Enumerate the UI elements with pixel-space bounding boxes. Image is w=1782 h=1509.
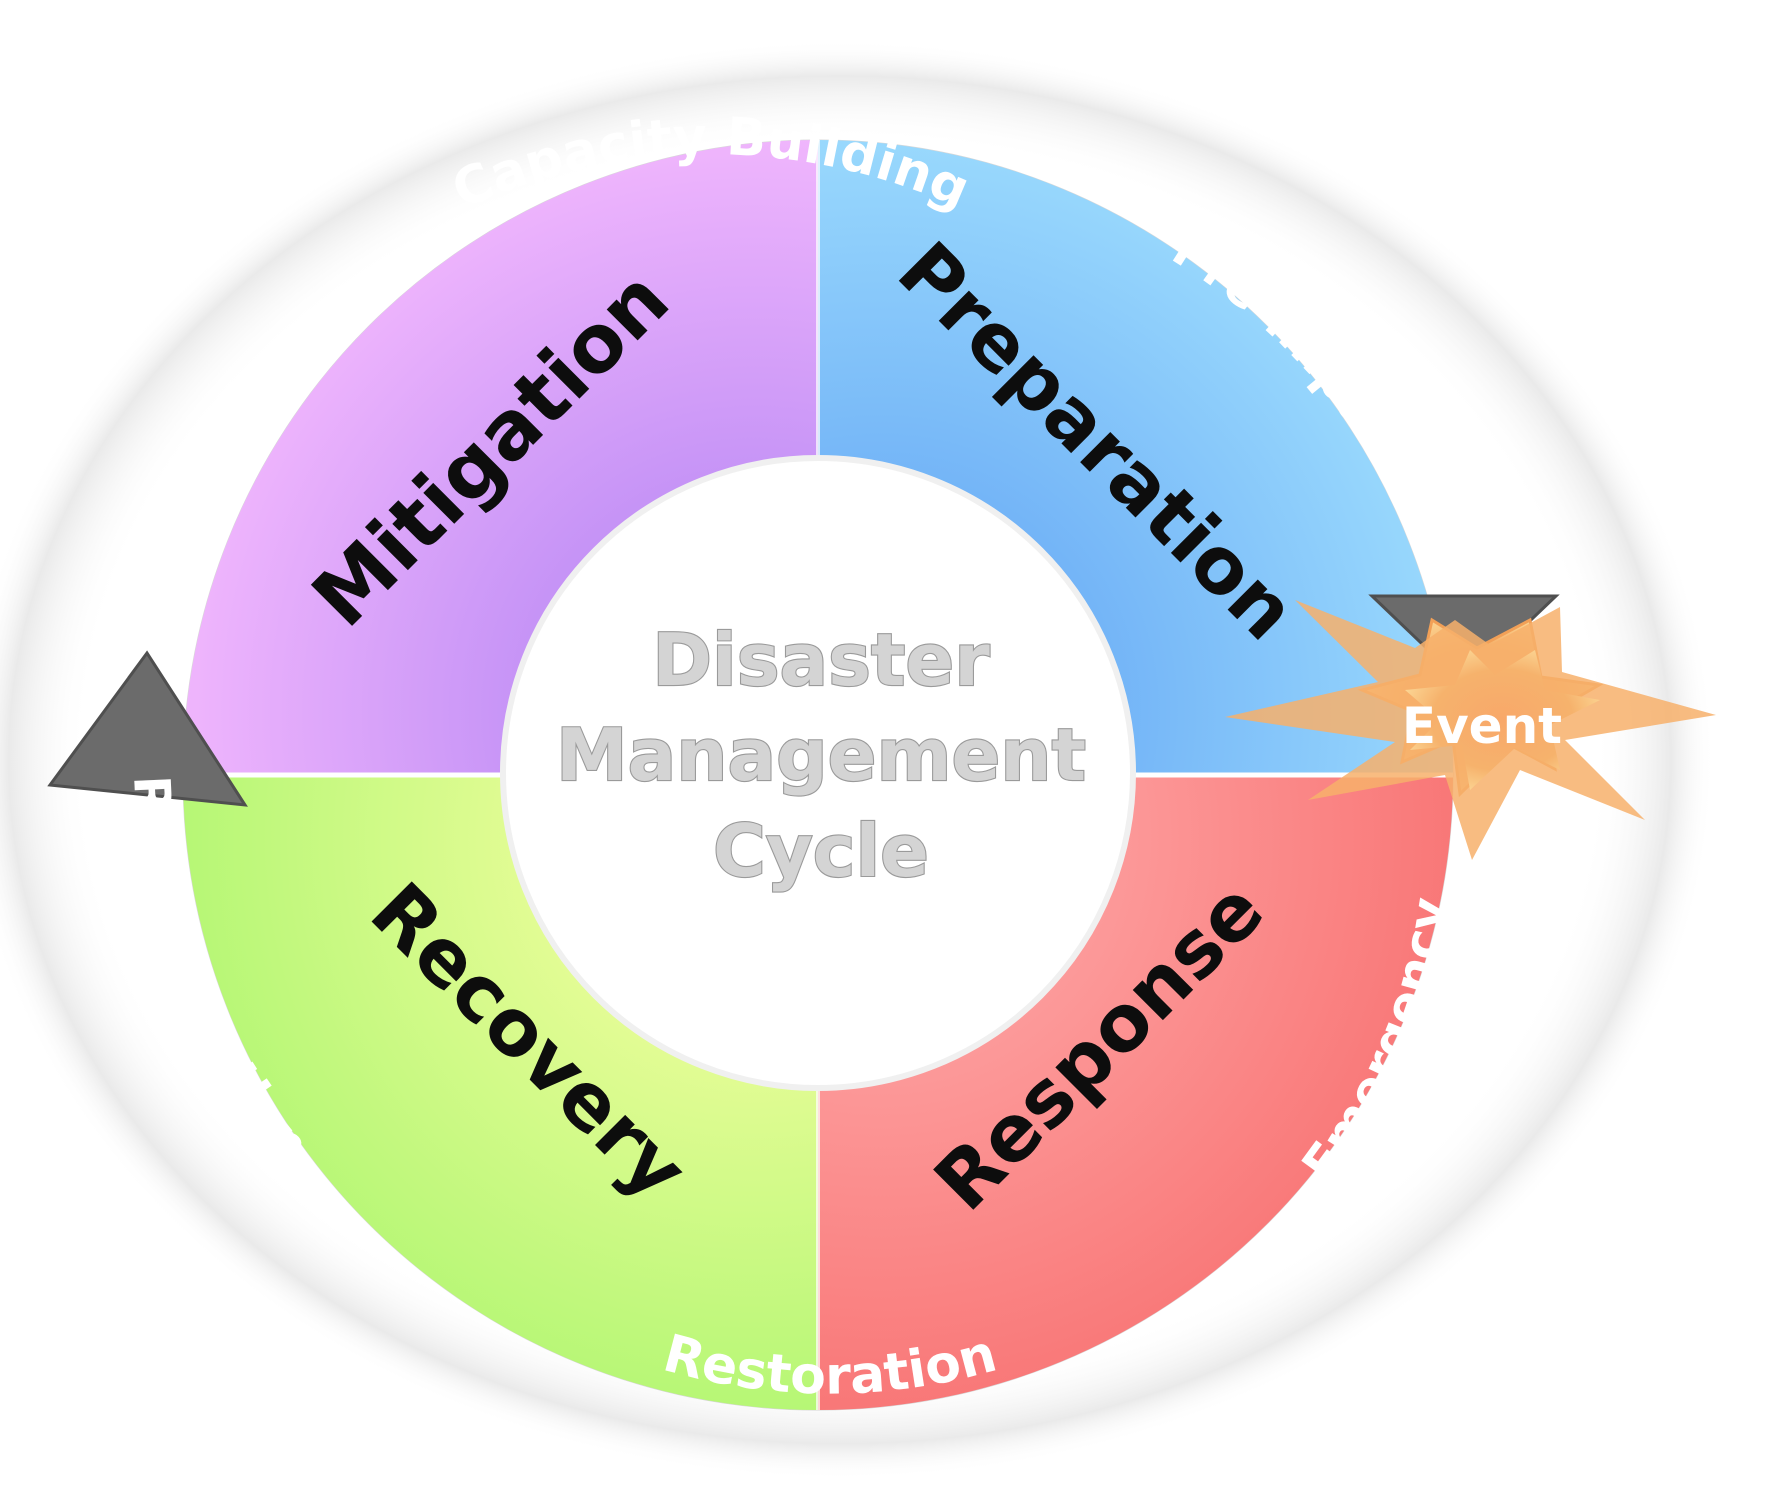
center-title-line-1: Disaster	[652, 618, 990, 702]
reconstruction-arrowhead-icon	[47, 650, 248, 807]
center-title-line-2: Management	[556, 713, 1086, 797]
center-title-line-3: Cycle	[713, 809, 929, 893]
event-starburst-core	[1405, 650, 1600, 790]
event-label: Event	[1402, 697, 1562, 755]
center-circle	[500, 455, 1136, 1091]
